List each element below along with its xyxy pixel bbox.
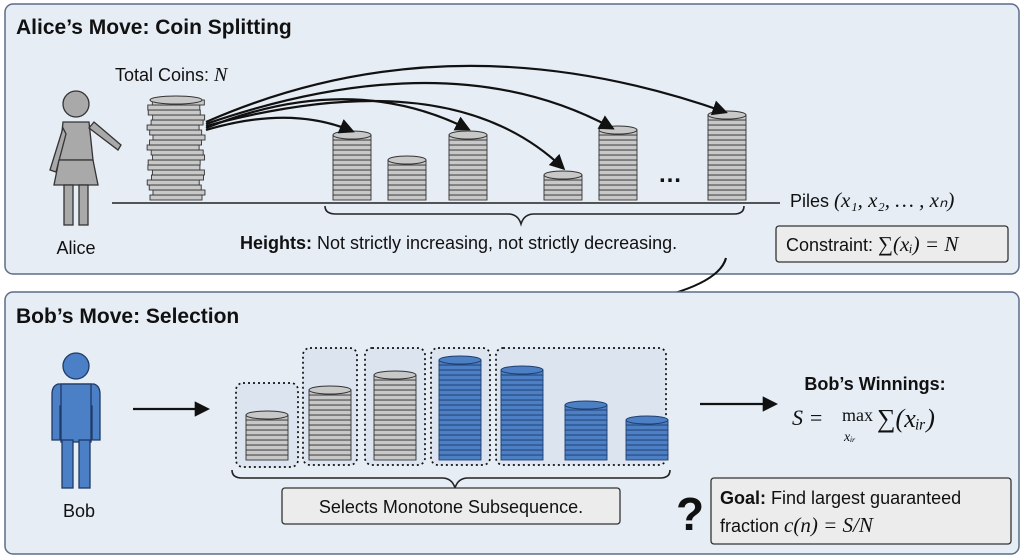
split-arrow-2 bbox=[205, 98, 471, 131]
top-pile-1 bbox=[332, 130, 372, 201]
bottom-pile-4 bbox=[438, 355, 482, 461]
bottom-pile-7 bbox=[625, 415, 669, 461]
goal-line1: Goal: Find largest guaranteed bbox=[720, 488, 961, 508]
top-pile-3 bbox=[448, 130, 488, 201]
source-coin-stack bbox=[146, 95, 206, 201]
piles-brace bbox=[324, 205, 745, 227]
split-arrow-4 bbox=[205, 81, 615, 130]
bottom-pile-1 bbox=[245, 410, 289, 461]
source-stack-coins bbox=[146, 95, 206, 201]
goal-box bbox=[710, 477, 1012, 545]
svg-text:max: max bbox=[842, 405, 873, 425]
top-panel bbox=[4, 3, 1020, 275]
bob-label: Bob bbox=[63, 501, 95, 521]
heights-text: Heights: Not strictly increasing, not st… bbox=[240, 233, 677, 253]
constraint-box bbox=[775, 225, 1009, 263]
total-coins-label: Total Coins: N bbox=[115, 64, 229, 86]
svg-text:S =: S = bbox=[792, 405, 823, 430]
top-pile-4 bbox=[543, 170, 583, 201]
svg-text:xᵢᵣ: xᵢᵣ bbox=[843, 430, 856, 445]
alice-label: Alice bbox=[56, 238, 95, 258]
alice-piles bbox=[332, 110, 747, 201]
bottom-pile-5 bbox=[500, 365, 544, 461]
bottom-pile-2 bbox=[308, 385, 352, 461]
selects-text: Selects Monotone Subsequence. bbox=[319, 497, 583, 517]
bottom-pile-3 bbox=[373, 370, 417, 461]
bottom-panel-title: Bob’s Move: Selection bbox=[16, 305, 239, 328]
piles-label: Piles (x₁, x₂, … , xₙ) bbox=[790, 188, 954, 212]
winnings-label: Bob’s Winnings: bbox=[804, 374, 945, 394]
top-pile-2 bbox=[387, 155, 427, 201]
top-panel-title: Alice’s Move: Coin Splitting bbox=[16, 16, 292, 39]
piles-ellipsis: … bbox=[658, 161, 682, 188]
split-arrows bbox=[205, 64, 728, 171]
svg-text:∑(xᵢᵣ): ∑(xᵢᵣ) bbox=[877, 404, 935, 433]
alice-figure bbox=[49, 90, 122, 226]
split-arrow-1 bbox=[205, 116, 355, 134]
question-mark-icon: ? bbox=[676, 488, 704, 540]
bob-figure bbox=[51, 352, 101, 489]
top-pile-5 bbox=[598, 125, 638, 201]
top-pile-6 bbox=[707, 110, 747, 201]
selects-box bbox=[281, 487, 621, 525]
bottom-pile-6 bbox=[564, 400, 608, 461]
winnings-formula: S = max xᵢᵣ ∑(xᵢᵣ) bbox=[792, 404, 935, 445]
split-arrow-5 bbox=[205, 64, 728, 124]
constraint-text: Constraint: ∑(xᵢ) = N bbox=[786, 232, 959, 256]
goal-line2: fraction c(n) = S/N bbox=[720, 513, 874, 537]
split-arrow-3 bbox=[205, 99, 566, 171]
bob-piles bbox=[245, 355, 669, 461]
